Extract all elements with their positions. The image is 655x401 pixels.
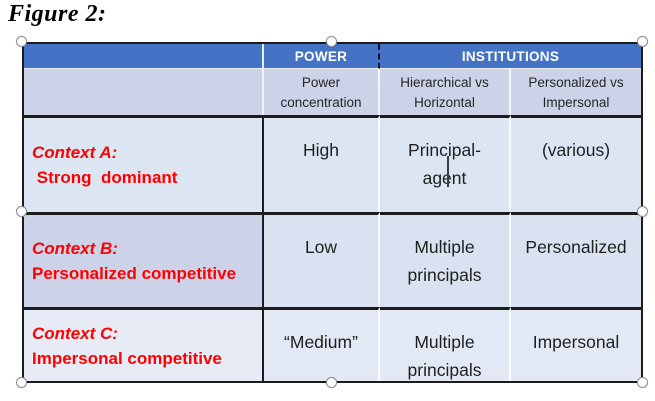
resize-handle-top-left[interactable] xyxy=(16,36,27,47)
context-b-label-cell[interactable]: Context B: Personalized competitive xyxy=(24,212,264,307)
context-a-title: Context A: xyxy=(32,143,118,162)
cell-b-personalized[interactable]: Personalized xyxy=(511,212,641,307)
context-b-subtitle: Personalized competitive xyxy=(32,264,237,283)
context-c-label-cell[interactable]: Context C: Impersonal competitive xyxy=(24,307,264,381)
header-power-cell[interactable]: POWER xyxy=(264,44,380,69)
cell-b-hierarchical[interactable]: Multiple principals xyxy=(380,212,511,307)
cell-a-hierarchical[interactable]: Principal- agent xyxy=(380,115,511,212)
header-institutions-cell[interactable]: INSTITUTIONS xyxy=(380,44,641,69)
header-empty-cell[interactable] xyxy=(24,44,264,69)
resize-handle-mid-right[interactable] xyxy=(637,206,648,217)
context-b-title: Context B: xyxy=(32,239,118,258)
subheader-power-concentration[interactable]: Power concentration xyxy=(264,69,380,115)
cell-b-power-concentration[interactable]: Low xyxy=(264,212,380,307)
context-table: POWER INSTITUTIONS Power concentration H… xyxy=(22,42,643,383)
text-cursor xyxy=(447,156,449,187)
context-c-subtitle: Impersonal competitive xyxy=(32,348,222,368)
subheader-hierarchical[interactable]: Hierarchical vs Horizontal xyxy=(380,69,511,115)
cell-a-personalized[interactable]: (various) xyxy=(511,115,641,212)
subheader-personalized[interactable]: Personalized vs Impersonal xyxy=(511,69,641,115)
resize-handle-bottom-center[interactable] xyxy=(326,377,337,388)
resize-handle-top-right[interactable] xyxy=(637,36,648,47)
resize-handle-mid-left[interactable] xyxy=(16,206,27,217)
context-a-label-cell[interactable]: Context A: Strong dominant xyxy=(24,115,264,212)
resize-handle-bottom-left[interactable] xyxy=(16,377,27,388)
table-grid: POWER INSTITUTIONS Power concentration H… xyxy=(24,44,641,381)
resize-handle-bottom-right[interactable] xyxy=(637,377,648,388)
cell-c-power-concentration[interactable]: “Medium” xyxy=(264,307,380,381)
context-a-subtitle: Strong dominant xyxy=(32,168,178,187)
subheader-empty-cell[interactable] xyxy=(24,69,264,115)
resize-handle-top-center[interactable] xyxy=(326,36,337,47)
cell-c-personalized[interactable]: Impersonal xyxy=(511,307,641,381)
cell-c-hierarchical[interactable]: Multiple principals xyxy=(380,307,511,381)
context-c-title: Context C: xyxy=(32,323,118,343)
cell-a-power-concentration[interactable]: High xyxy=(264,115,380,212)
figure-label: Figure 2: xyxy=(8,1,107,27)
